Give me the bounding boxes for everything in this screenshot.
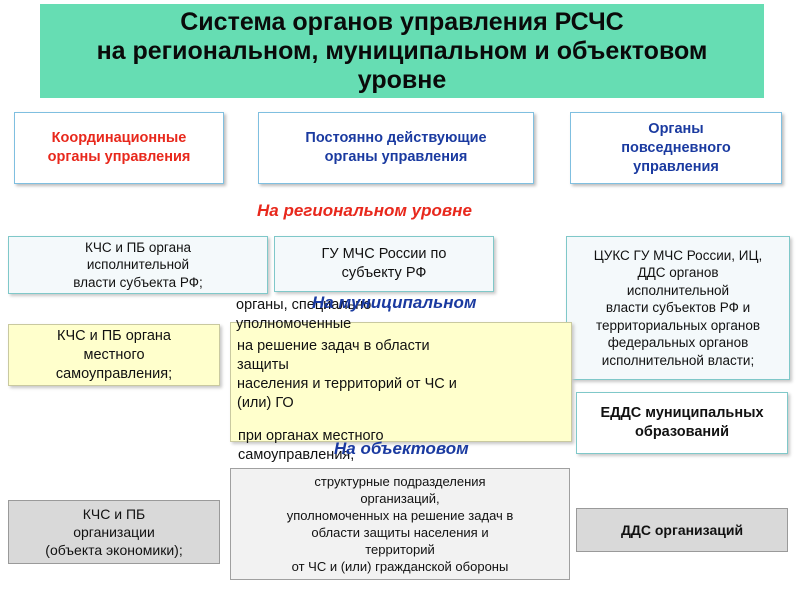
object-units-line: от ЧС и (или) гражданской обороны: [291, 559, 509, 574]
header-permanent: Постоянно действующие органы управления: [258, 112, 534, 184]
regional-gu-box: ГУ МЧС России по субъекту РФ: [274, 236, 494, 292]
title-line-1: Система органов управления РСЧС: [180, 7, 624, 36]
object-dds-box: ДДС организаций: [576, 508, 788, 552]
header-daily-line: повседневного: [621, 139, 731, 156]
regional-gu-line: субъекту РФ: [341, 265, 427, 281]
header-coordination-line: органы управления: [47, 149, 191, 165]
municipal-edds-box: ЕДДС муниципальных образований: [576, 392, 788, 454]
regional-tsuks-line: ЦУКС ГУ МЧС России, ИЦ,: [593, 247, 763, 263]
municipal-kchs-box: КЧС и ПБ органа местного самоуправления;: [8, 324, 220, 386]
regional-tsuks-line: исполнительной власти;: [601, 352, 755, 368]
object-kchs-line: (объекта экономики);: [45, 542, 183, 558]
municipal-bodies-line: защиты: [237, 357, 289, 373]
municipal-bodies-overflow: органы, специально: [236, 297, 372, 313]
municipal-kchs-line: самоуправления;: [55, 365, 173, 382]
regional-tsuks-line: территориальных органов: [595, 317, 761, 333]
object-kchs-line: организации: [73, 524, 155, 540]
regional-kchs-line: исполнительной: [86, 257, 190, 273]
title-line-3: уровне: [357, 65, 447, 94]
municipal-kchs-line: КЧС и ПБ органа: [57, 327, 171, 344]
municipal-edds-line: образований: [635, 424, 729, 440]
header-permanent-line: Постоянно действующие: [305, 130, 487, 146]
regional-tsuks-line: федеральных органов: [607, 335, 749, 351]
object-kchs-box: КЧС и ПБ организации (объекта экономики)…: [8, 500, 220, 564]
header-coordination-line: Координационные: [51, 130, 187, 146]
diagram-title: Система органов управления РСЧС на регио…: [40, 4, 764, 98]
regional-gu-line: ГУ МЧС России по: [321, 246, 447, 262]
header-daily-line: управления: [633, 158, 719, 175]
regional-kchs-line: власти субъекта РФ;: [73, 274, 203, 290]
municipal-edds-line: ЕДДС муниципальных: [600, 405, 764, 421]
municipal-bodies-first-line: уполномоченные: [236, 316, 352, 332]
header-coordination: Координационные органы управления: [14, 112, 224, 184]
object-dds-label: ДДС организаций: [620, 522, 744, 538]
regional-tsuks-line: ДДС органов: [637, 265, 719, 281]
object-units-line: уполномоченных на решение задач в: [286, 508, 514, 523]
regional-tsuks-line: власти субъектов РФ и: [605, 300, 751, 316]
object-units-line: организаций,: [360, 491, 440, 506]
header-daily: Органы повседневного управления: [570, 112, 782, 184]
object-kchs-line: КЧС и ПБ: [82, 506, 146, 522]
municipal-bodies-line: (или) ГО: [237, 395, 294, 411]
header-permanent-line: органы управления: [324, 149, 468, 165]
object-units-line: территорий: [365, 542, 435, 557]
municipal-kchs-line: местного: [83, 346, 145, 363]
regional-kchs-box: КЧС и ПБ органа исполнительной власти су…: [8, 236, 268, 294]
object-units-line: области защиты населения и: [311, 525, 489, 540]
object-units-box: структурные подразделения организаций, у…: [230, 468, 570, 580]
municipal-bodies-line: населения и территорий от ЧС и: [237, 376, 457, 392]
header-daily-line: Органы: [648, 120, 704, 137]
level-regional-label: На региональном уровне: [257, 201, 472, 220]
regional-kchs-line: КЧС и ПБ органа: [84, 239, 192, 255]
level-municipal-label: На муниципальном: [312, 293, 477, 312]
level-object-label: На объектовом: [334, 439, 469, 458]
municipal-bodies-line: на решение задач в области: [237, 338, 430, 354]
regional-tsuks-box: ЦУКС ГУ МЧС России, ИЦ, ДДС органов испо…: [566, 236, 790, 380]
title-line-2: на региональном, муниципальном и объекто…: [96, 36, 708, 65]
object-units-line: структурные подразделения: [314, 474, 486, 489]
municipal-bodies-tail: при органах местного: [238, 428, 384, 444]
municipal-bodies-box: на решение задач в области защиты населе…: [230, 322, 572, 442]
municipal-bodies-tail: самоуправления;: [238, 447, 355, 463]
regional-tsuks-line: исполнительной: [626, 282, 730, 298]
